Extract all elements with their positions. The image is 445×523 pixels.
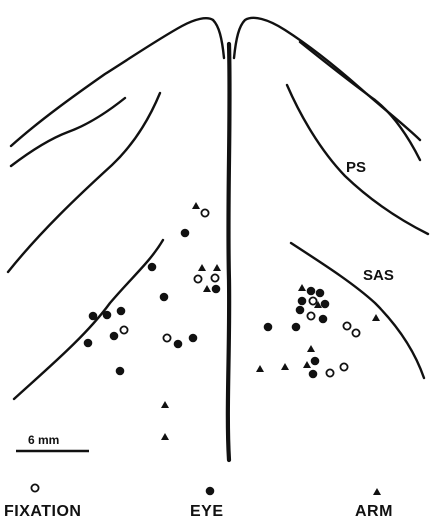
right-hemisphere-outline (234, 18, 420, 140)
eye-marker (309, 370, 318, 379)
eye-marker (212, 285, 221, 294)
eye-marker (116, 367, 125, 376)
arm-marker (281, 363, 289, 370)
eye-marker (307, 287, 316, 296)
fixation-marker (309, 297, 316, 304)
left-principal-sulcus (8, 93, 160, 272)
eye-marker (84, 339, 93, 348)
arm-marker (372, 314, 380, 321)
legend: FIXATION EYE ARM (4, 484, 393, 520)
legend-eye-symbol (206, 487, 215, 496)
sas-label: SAS (363, 267, 394, 284)
arm-marker (307, 345, 315, 352)
left-eye-sites (84, 229, 221, 376)
fixation-marker (340, 363, 347, 370)
eye-marker (264, 323, 273, 332)
arm-marker (203, 285, 211, 292)
arm-marker (161, 433, 169, 440)
right-eye-sites (264, 287, 330, 379)
fixation-marker (343, 322, 350, 329)
fixation-marker (352, 329, 359, 336)
ps-label: PS (346, 159, 366, 176)
scale-bar-label: 6 mm (28, 433, 59, 447)
legend-eye-label: EYE (190, 503, 224, 520)
fixation-marker (307, 312, 314, 319)
legend-arm-symbol (373, 488, 381, 495)
fixation-marker (326, 369, 333, 376)
left-medial-contour (213, 20, 224, 58)
legend-fixation-symbol (31, 484, 38, 491)
left-arcuate-sulcus (14, 240, 163, 399)
eye-marker (174, 340, 183, 349)
arm-marker (213, 264, 221, 271)
legend-fixation-label: FIXATION (4, 503, 81, 520)
eye-marker (321, 300, 330, 309)
midline-fissure (228, 44, 230, 460)
arm-marker (198, 264, 206, 271)
left-arm-sites (161, 202, 221, 440)
legend-arm-label: ARM (355, 503, 393, 520)
arm-marker (256, 365, 264, 372)
arm-marker (298, 284, 306, 291)
fixation-marker (201, 209, 208, 216)
fixation-marker (163, 334, 170, 341)
eye-marker (89, 312, 98, 321)
right-arcuate-sulcus (291, 243, 424, 378)
eye-marker (181, 229, 190, 238)
arm-marker (192, 202, 200, 209)
eye-marker (110, 332, 119, 341)
arm-marker (303, 361, 311, 368)
eye-marker (319, 315, 328, 324)
left-hemisphere-outline (11, 18, 213, 146)
eye-marker (160, 293, 169, 302)
eye-marker (189, 334, 198, 343)
fixation-marker (211, 274, 218, 281)
fixation-marker (194, 275, 201, 282)
eye-marker (298, 297, 307, 306)
fixation-marker (120, 326, 127, 333)
eye-marker (148, 263, 157, 272)
eye-marker (103, 311, 112, 320)
eye-marker (292, 323, 301, 332)
eye-marker (316, 289, 325, 298)
eye-marker (296, 306, 305, 315)
arm-marker (161, 401, 169, 408)
eye-marker (117, 307, 126, 316)
eye-marker (311, 357, 320, 366)
